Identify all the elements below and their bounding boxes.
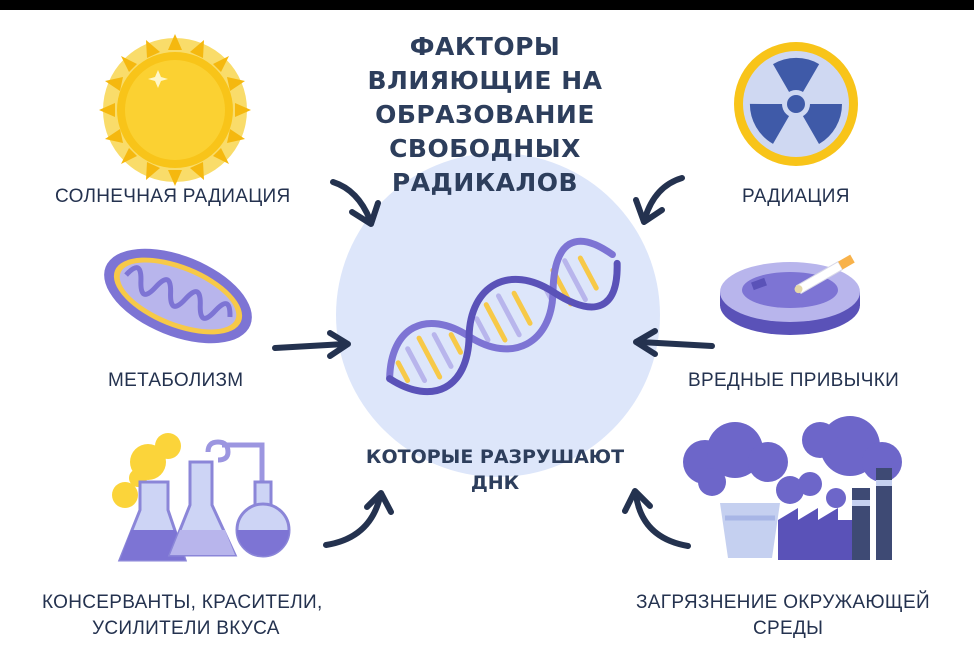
radiation-sign-icon [734,42,858,166]
label-metabolism: МЕТАБОЛИЗМ [108,370,244,391]
label-bad-habits: ВРЕДНЫЕ ПРИВЫЧКИ [688,370,900,391]
center-line-2: ДНК [470,472,520,494]
lab-flasks-icon [112,433,291,562]
arrow-pollution [622,488,691,549]
label-pollution-line-2: СРЕДЫ [753,618,824,639]
arrow-habits [633,328,715,357]
mitochondrion-icon [104,248,252,344]
title-line-4: СВОБОДНЫХ [389,134,581,163]
label-solar-radiation: СОЛНЕЧНАЯ РАДИАЦИЯ [55,186,291,207]
ashtray-icon [720,254,860,335]
arrow-solar [330,179,381,227]
sun-icon [99,34,251,186]
label-radiation: РАДИАЦИЯ [742,186,850,207]
title-line-5: РАДИКАЛОВ [391,168,579,197]
factory-pollution-icon [683,416,902,560]
center-line-1: КОТОРЫЕ РАЗРУШАЮТ [365,446,625,468]
center-caption: КОТОРЫЕ РАЗРУШАЮТ ДНК [335,444,655,496]
title-line-3: ОБРАЗОВАНИЕ [375,100,595,129]
cigarette-icon [794,254,855,295]
label-preservatives-line-1: КОНСЕРВАНТЫ, КРАСИТЕЛИ, [42,592,323,613]
title-line-2: ВЛИЯЮЩИЕ НА [367,66,603,95]
label-preservatives-line-2: УСИЛИТЕЛИ ВКУСА [92,618,280,639]
arrow-radiation [633,175,685,225]
dna-helix-icon [386,237,621,396]
label-pollution-line-1: ЗАГРЯЗНЕНИЕ ОКРУЖАЮЩЕЙ [636,592,930,613]
top-edge-bar [0,0,974,10]
diagram-title: ФАКТОРЫ ВЛИЯЮЩИЕ НА ОБРАЗОВАНИЕ СВОБОДНЫ… [350,30,620,200]
title-line-1: ФАКТОРЫ [409,32,561,61]
arrow-metabolism [272,330,351,359]
arrow-preservatives [323,490,394,548]
center-circle [336,153,660,477]
